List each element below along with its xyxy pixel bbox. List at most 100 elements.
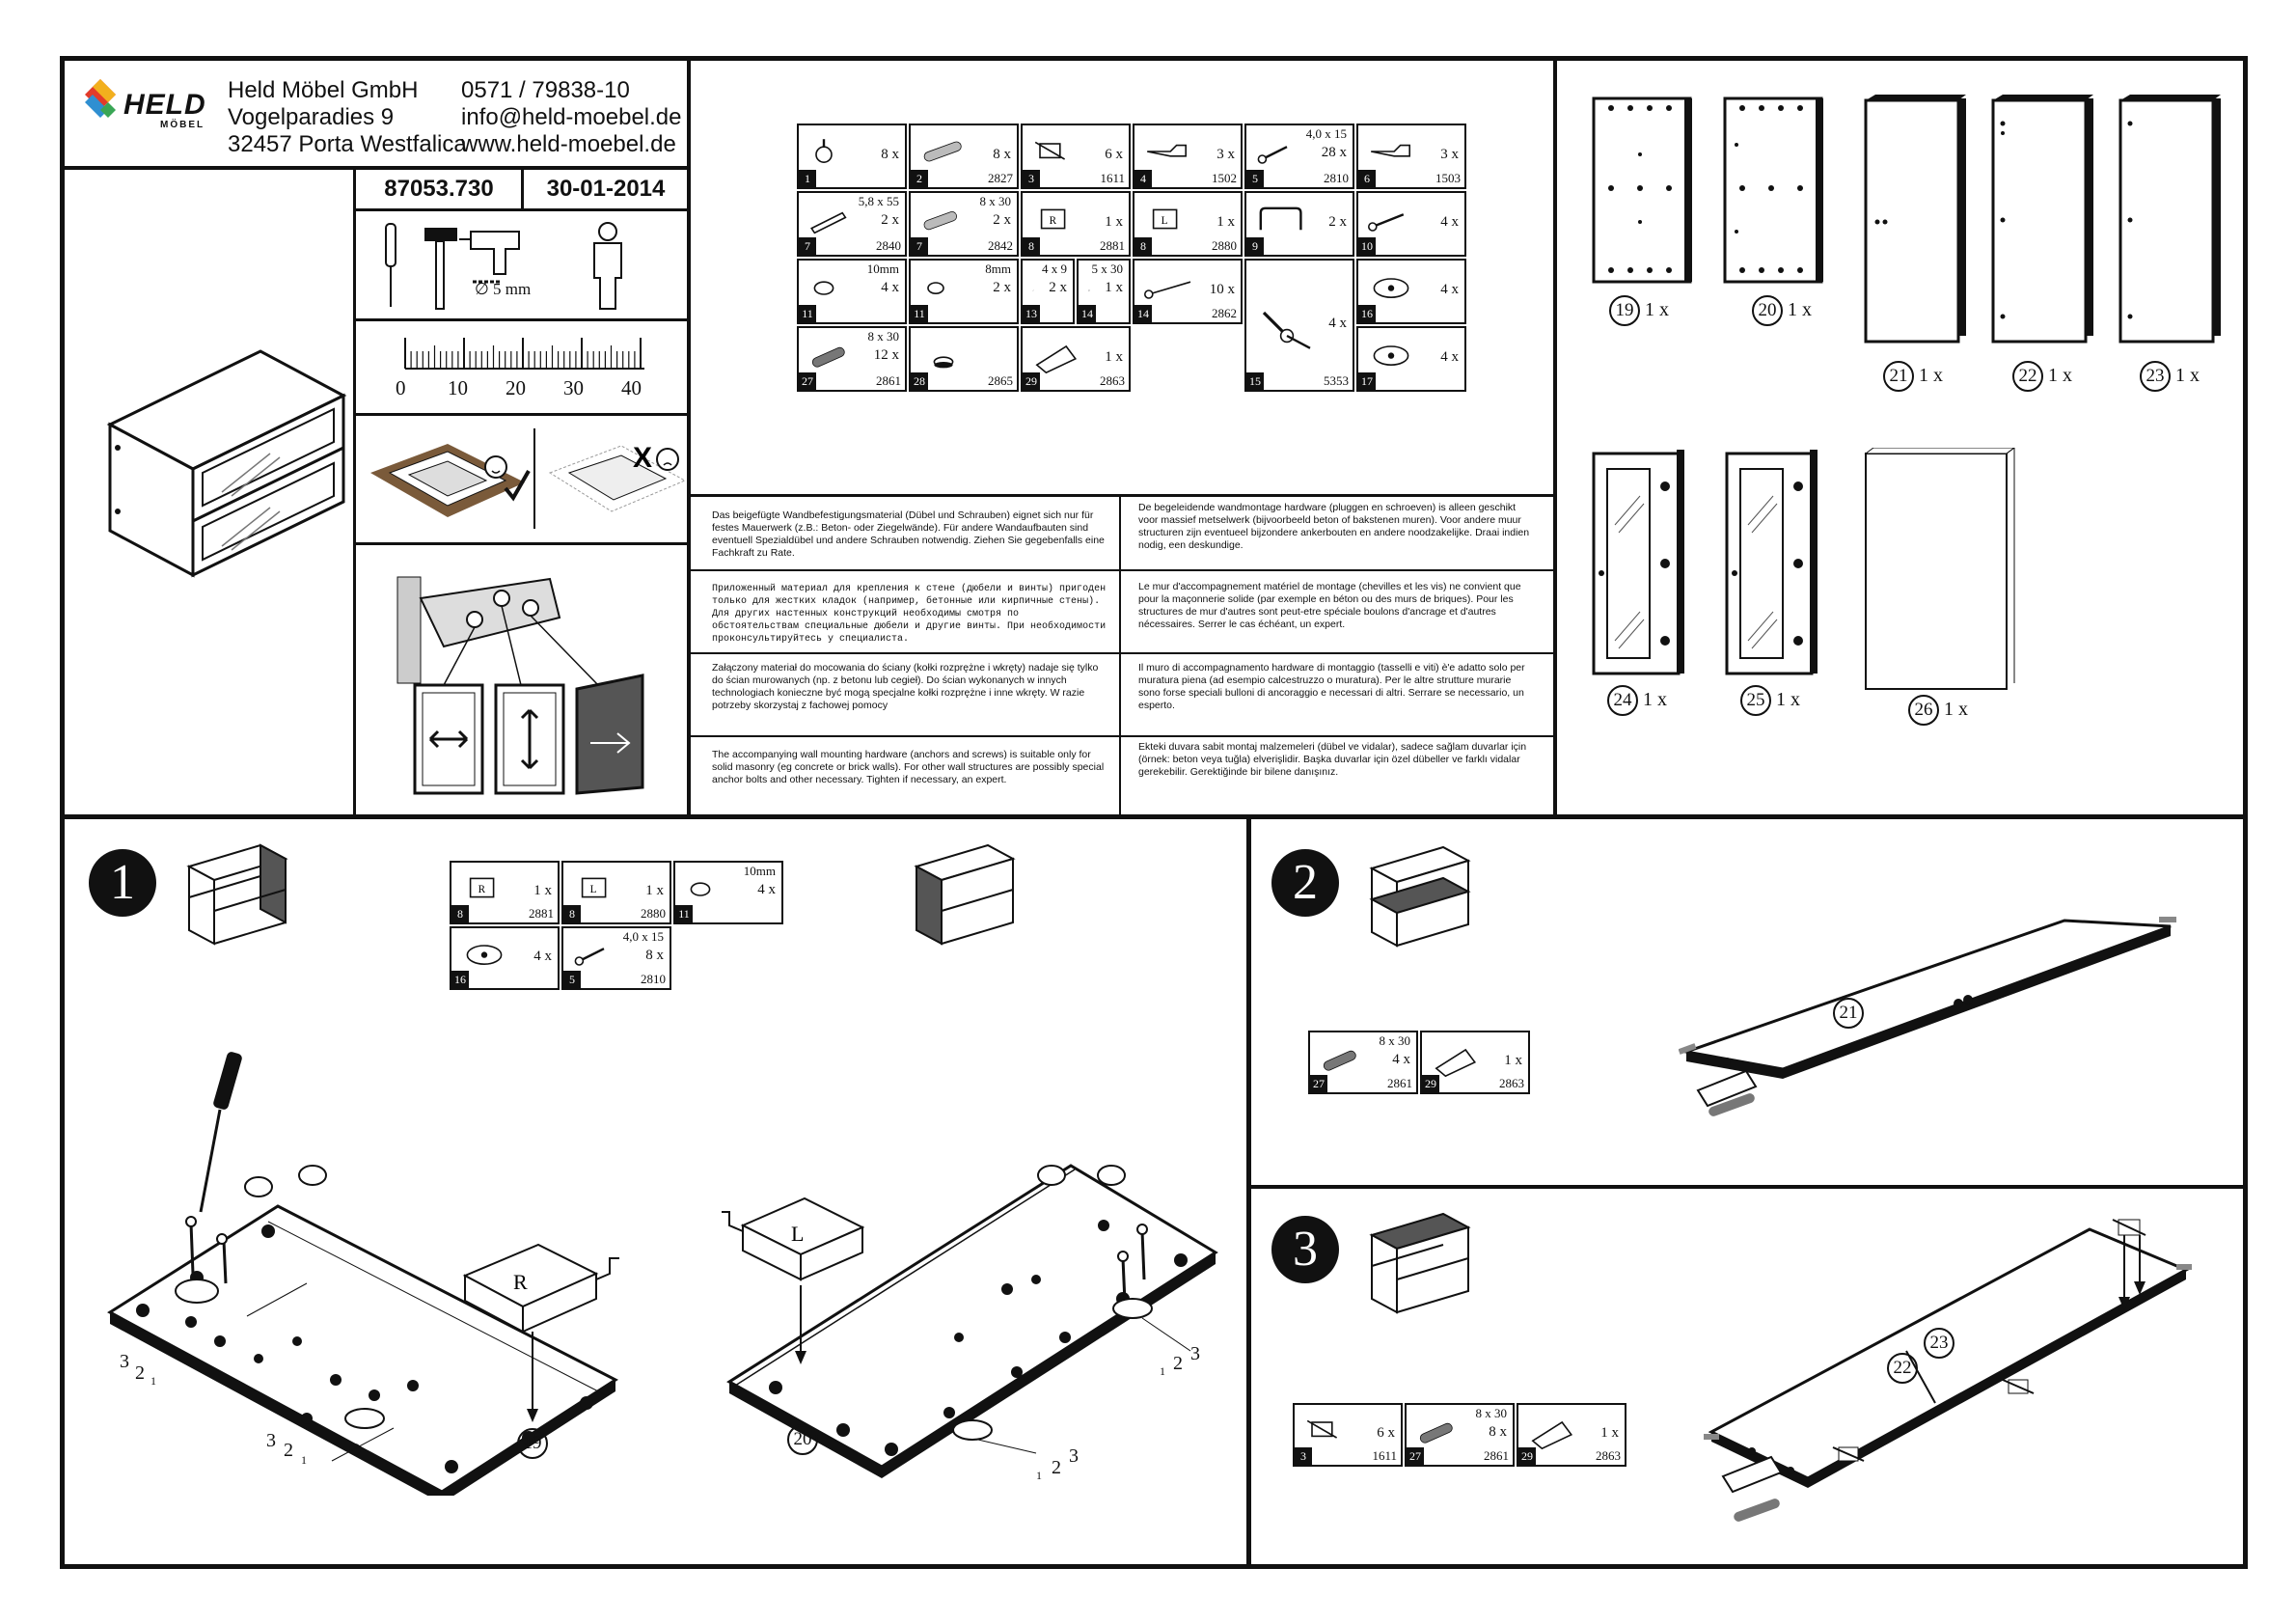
hardware-number: 14 [1134, 305, 1152, 322]
hardware-icon [1531, 1420, 1573, 1450]
cross-icon: X [633, 442, 652, 474]
depth-arrow-icon [590, 732, 631, 754]
callout-3: 3 [1069, 1445, 1079, 1467]
ruler-labels: 0 10 20 30 40 [396, 376, 666, 399]
hardware-quantity: 4 x [1328, 316, 1347, 331]
company-contact: 0571 / 79838-10 info@held-moebel.de www.… [461, 77, 682, 158]
hinge-l-label: L [791, 1222, 804, 1246]
panel-qty: 1 x [2175, 365, 2200, 386]
hardware-icon [810, 211, 847, 234]
divider [355, 208, 689, 211]
hardware-icon [933, 356, 954, 369]
hardware-code: 2842 [988, 238, 1013, 253]
happy-face-icon [484, 455, 507, 479]
part-number-badge: 22 [2012, 361, 2043, 392]
svg-text:L: L [1162, 215, 1168, 227]
step-1-left-panel-drawing: R 3 2 1 3 2 1 19 [104, 1052, 683, 1503]
hardware-item: 13 2 x 4 x 9 [1021, 259, 1075, 324]
hardware-code: 1503 [1435, 171, 1461, 185]
dowel-icon [1708, 1093, 1755, 1116]
notice-pl: Załączony materiał do mocowania do ścian… [712, 662, 1099, 711]
company-name: Held Möbel GmbH [228, 77, 419, 103]
callout-3: 3 [266, 1430, 276, 1451]
hardware-quantity: 1 x [1216, 214, 1235, 230]
hardware-quantity: 1 x [1504, 1053, 1522, 1068]
hardware-number: 27 [1407, 1447, 1424, 1465]
hardware-quantity: 2 x [1049, 280, 1067, 295]
hardware-dimension: 10mm [866, 261, 899, 276]
panel-label: 23 1 x [2140, 361, 2200, 392]
divider [1248, 1185, 2246, 1189]
panel-22: 22 1 x [1991, 95, 2097, 392]
step-2-cabinet-thumb [1366, 843, 1474, 954]
panel-qty: 1 x [1643, 689, 1667, 710]
company-web[interactable]: www.held-moebel.de [461, 131, 676, 157]
hardware-number: 4 [1134, 170, 1152, 187]
hardware-number: 6 [1358, 170, 1376, 187]
hardware-quantity: 8 x [993, 147, 1011, 162]
panel-qty: 1 x [1776, 689, 1800, 710]
hardware-quantity: 8 x [645, 948, 664, 963]
hardware-icon [690, 882, 711, 896]
hardware-quantity: 4 x [1440, 214, 1459, 230]
company-logo: HELD MÖBEL [81, 75, 216, 143]
hardware-quantity: 4 x [1440, 282, 1459, 297]
part-number-badge: 21 [1883, 361, 1914, 392]
company-email[interactable]: info@held-moebel.de [461, 104, 682, 130]
logo-subtext: MÖBEL [160, 120, 205, 130]
part-number-badge: 19 [517, 1428, 548, 1459]
hardware-icon [1368, 213, 1405, 232]
mounting-plate-icon [175, 1279, 219, 1304]
article-number: 87053.730 [384, 176, 494, 202]
hardware-number: 27 [1310, 1075, 1327, 1092]
hardware-icon [1144, 281, 1191, 299]
dowel-icon [1734, 1499, 1780, 1522]
glue-icon [1721, 1455, 1783, 1494]
logo-text: HELD [123, 89, 206, 121]
hardware-number: 8 [1023, 237, 1040, 255]
hardware-dimension: 4 x 9 [1042, 261, 1067, 276]
step-3-panel-23-label: 23 [1924, 1328, 1954, 1359]
panel-label: 20 1 x [1752, 295, 1812, 326]
hardware-quantity: 4 x [881, 280, 899, 295]
glue-icon [1696, 1069, 1758, 1108]
hardware-quantity: 12 x [873, 347, 899, 363]
hardware-number: 14 [1079, 305, 1096, 322]
hardware-number: 13 [1023, 305, 1040, 322]
hardware-icon [1262, 311, 1311, 349]
step-3-shelf-drawing: 22 23 [1704, 1210, 2205, 1543]
hardware-icon: R [469, 877, 495, 898]
step-3-panel-22-label: 22 [1887, 1353, 1918, 1384]
step-1-panel-19-label: 19 [517, 1428, 548, 1459]
hardware-number: 16 [1358, 305, 1376, 322]
hardware-dimension: 4,0 x 15 [1305, 126, 1347, 141]
divider [353, 166, 356, 816]
part-number-badge: 19 [1609, 295, 1640, 326]
tools-icon [385, 222, 622, 310]
hardware-code: 1611 [1372, 1448, 1397, 1463]
divider [689, 652, 1555, 654]
hardware-code: 2810 [641, 972, 666, 986]
hardware-icon [574, 948, 605, 966]
hardware-code: 2861 [1484, 1448, 1509, 1463]
hardware-dimension: 5,8 x 55 [858, 194, 899, 208]
company-city: 32457 Porta Westfalica [228, 131, 467, 157]
panel-label: 26 1 x [1908, 695, 1968, 726]
hardware-icon [1373, 278, 1409, 298]
hardware-code: 2863 [1596, 1448, 1621, 1463]
divider [689, 494, 1555, 497]
hardware-icon [1147, 144, 1187, 157]
step-2-number: 2 [1271, 849, 1339, 917]
hardware-quantity: 4 x [757, 882, 776, 897]
svg-text:R: R [1050, 215, 1057, 227]
mounting-plate-icon [344, 1408, 385, 1429]
